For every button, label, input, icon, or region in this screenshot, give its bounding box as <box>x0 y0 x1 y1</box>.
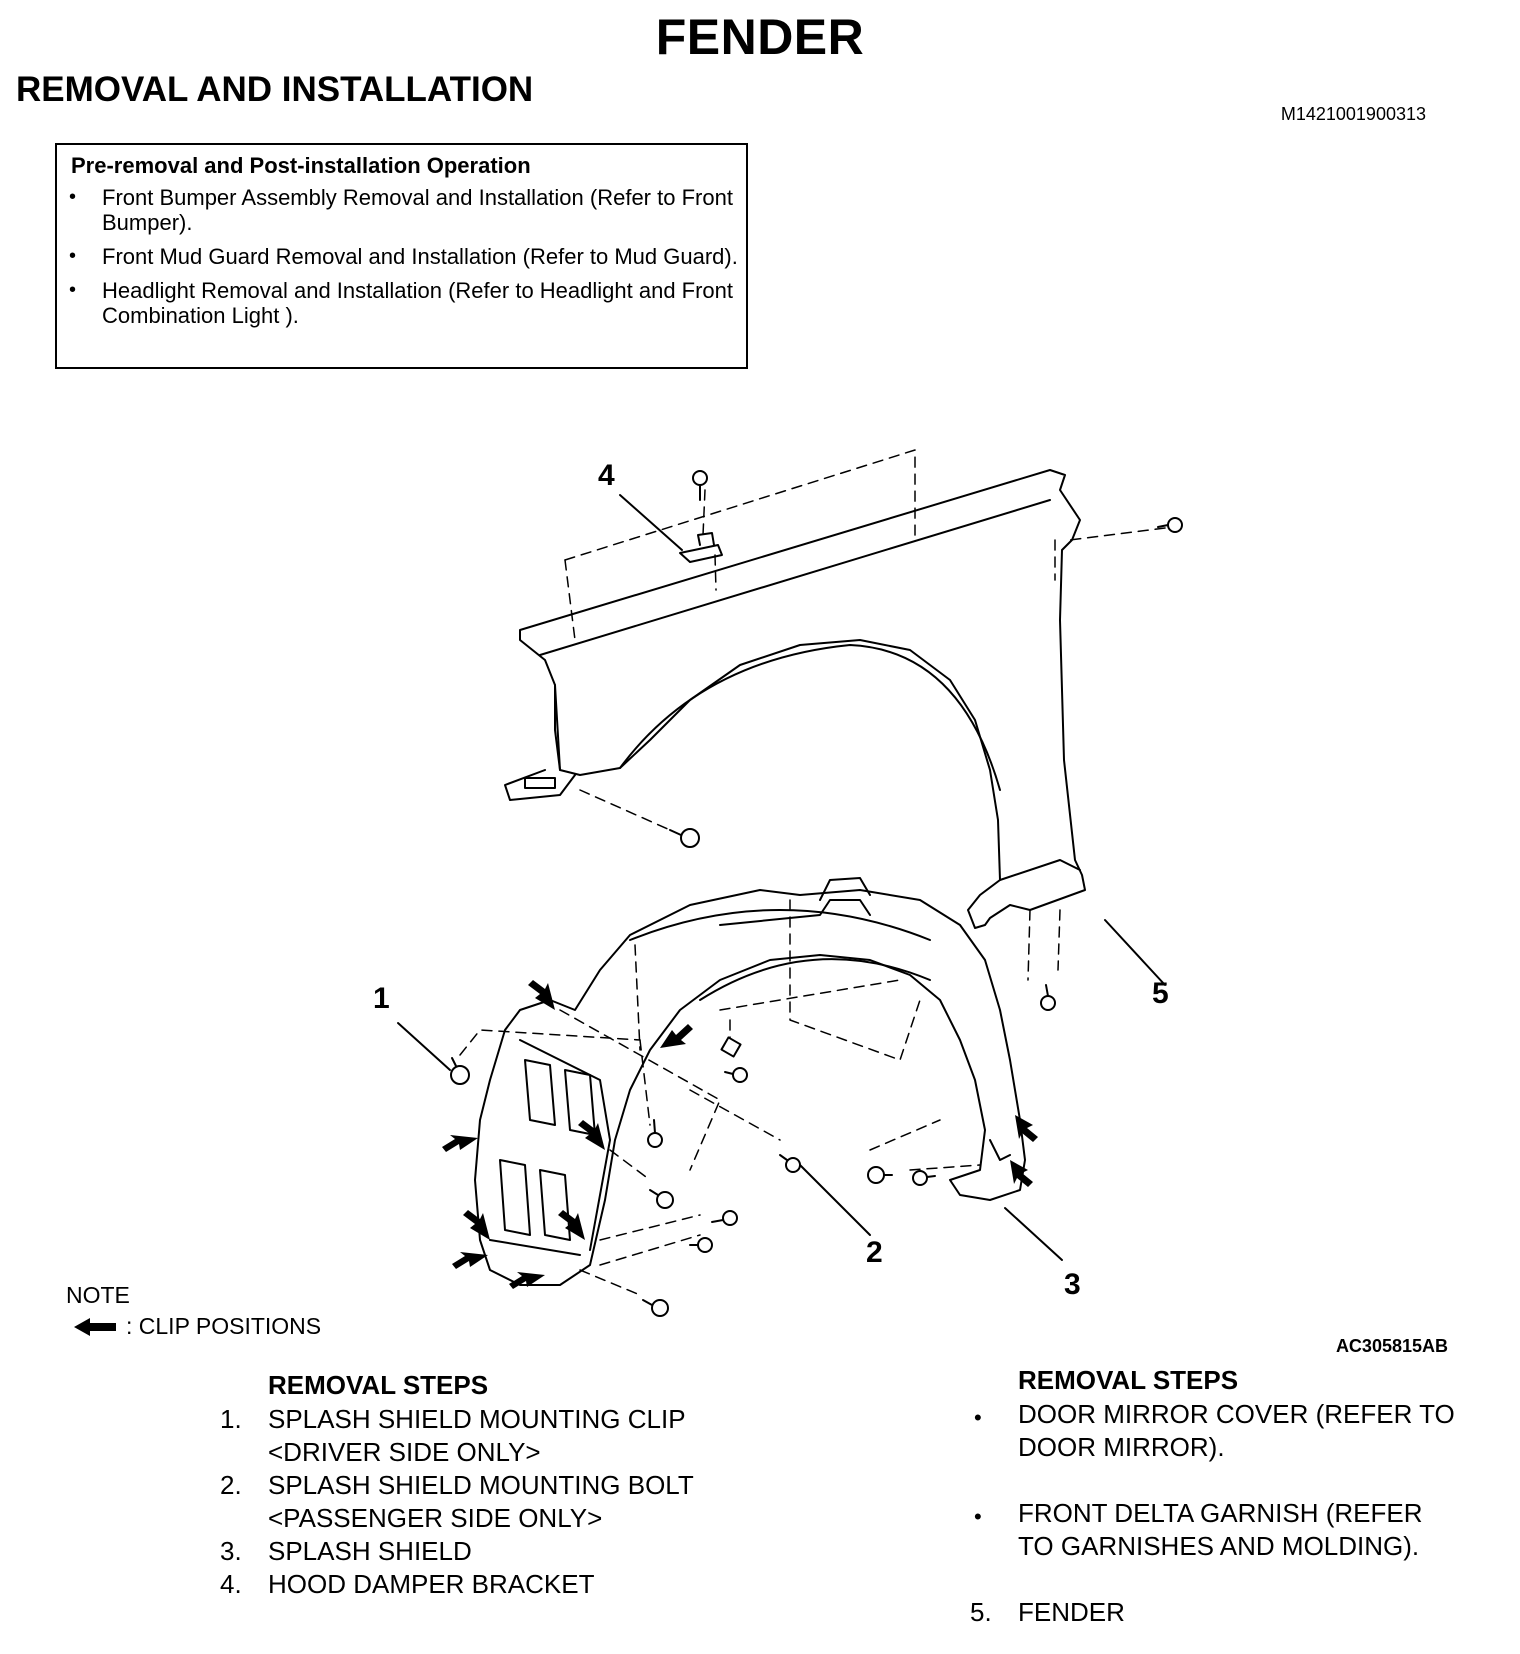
note-title: NOTE <box>66 1282 130 1308</box>
pre-removal-item: Front Bumper Assembly Removal and Instal… <box>69 185 739 235</box>
step-text: FRONT DELTA GARNISH (REFER <box>1018 1498 1423 1528</box>
step-text: SPLASH SHIELD MOUNTING BOLT <box>268 1470 694 1500</box>
note-legend: : CLIP POSITIONS <box>72 1313 321 1340</box>
document-id: M1421001900313 <box>1280 104 1426 124</box>
removal-steps-right-title: REMOVAL STEPS <box>1018 1365 1239 1395</box>
splash-shield <box>474 877 1026 1286</box>
pre-removal-item: Front Mud Guard Removal and Installation… <box>69 244 739 269</box>
step-text: HOOD DAMPER BRACKET <box>268 1569 595 1599</box>
step-bullet: • <box>974 1405 982 1430</box>
list-item: 5. FENDER <box>970 1596 1498 1629</box>
step-text: DOOR MIRROR COVER (REFER TO <box>1018 1399 1455 1429</box>
list-item: <DRIVER SIDE ONLY> <box>268 1436 828 1469</box>
note-legend-text: : CLIP POSITIONS <box>126 1313 322 1339</box>
callout-4: 4 <box>598 459 615 492</box>
step-number: 2. <box>220 1470 242 1500</box>
callout-1: 1 <box>373 982 390 1015</box>
step-text: TO GARNISHES AND MOLDING). <box>1018 1531 1420 1561</box>
list-item: <PASSENGER SIDE ONLY> <box>268 1502 828 1535</box>
list-item: • FRONT DELTA GARNISH (REFER <box>974 1497 1498 1530</box>
assembly-lines <box>459 449 1166 1296</box>
callout-3: 3 <box>1064 1268 1081 1301</box>
step-text: SPLASH SHIELD MOUNTING CLIP <box>268 1404 686 1434</box>
step-number: 5. <box>970 1597 992 1627</box>
list-item: • DOOR MIRROR COVER (REFER TO <box>974 1398 1498 1431</box>
step-text: DOOR MIRROR). <box>1018 1432 1225 1462</box>
step-number: 1. <box>220 1404 242 1434</box>
page-title: FENDER <box>655 9 865 65</box>
pre-removal-list: Front Bumper Assembly Removal and Instal… <box>69 185 739 337</box>
pre-removal-item: Headlight Removal and Installation (Refe… <box>69 278 739 328</box>
pre-removal-box: Pre-removal and Post-installation Operat… <box>55 143 748 369</box>
step-number: 4. <box>220 1569 242 1599</box>
fasteners <box>450 470 1183 1317</box>
list-item: DOOR MIRROR). <box>1018 1431 1498 1464</box>
list-item: 1. SPLASH SHIELD MOUNTING CLIP <box>220 1403 828 1436</box>
removal-steps-right: • DOOR MIRROR COVER (REFER TO DOOR MIRROR… <box>970 1398 1498 1629</box>
step-text: FENDER <box>1018 1597 1125 1627</box>
step-text: SPLASH SHIELD <box>268 1536 472 1566</box>
fender-panel <box>504 469 1086 929</box>
removal-steps-left: 1. SPLASH SHIELD MOUNTING CLIP <DRIVER SI… <box>220 1403 828 1601</box>
section-title: REMOVAL AND INSTALLATION <box>16 70 534 109</box>
callout-5: 5 <box>1152 977 1169 1010</box>
hood-damper-bracket <box>679 532 723 563</box>
step-number: 3. <box>220 1536 242 1566</box>
pre-removal-title: Pre-removal and Post-installation Operat… <box>71 153 531 178</box>
clip-arrow-icon <box>74 1317 116 1336</box>
callout-2: 2 <box>866 1236 883 1269</box>
list-item: 2. SPLASH SHIELD MOUNTING BOLT <box>220 1469 828 1502</box>
callout-leaders <box>397 494 1166 1261</box>
list-item: 3. SPLASH SHIELD <box>220 1535 828 1568</box>
fender-exploded-diagram: 4 5 1 2 3 <box>373 449 1183 1317</box>
list-item: 4. HOOD DAMPER BRACKET <box>220 1568 828 1601</box>
clip-position-arrows <box>442 980 1038 1289</box>
step-subtext: <DRIVER SIDE ONLY> <box>268 1437 541 1467</box>
step-bullet: • <box>974 1504 982 1529</box>
list-item: TO GARNISHES AND MOLDING). <box>1018 1530 1498 1563</box>
step-subtext: <PASSENGER SIDE ONLY> <box>268 1503 603 1533</box>
removal-steps-left-title: REMOVAL STEPS <box>268 1370 489 1400</box>
figure-id: AC305815AB <box>1335 1336 1448 1356</box>
